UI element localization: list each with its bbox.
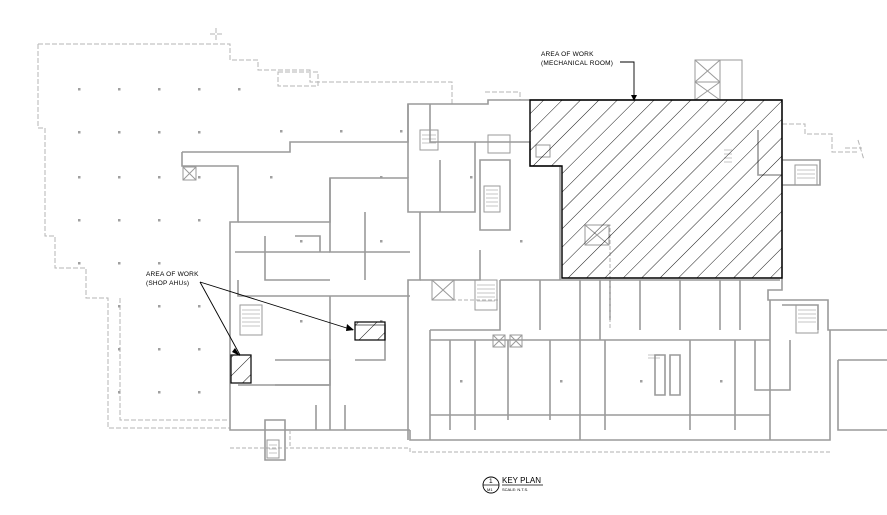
- leader-arrowheads: [232, 95, 637, 356]
- shop-callout-line1: AREA OF WORK: [146, 271, 199, 278]
- callout-leaders: [199, 61, 635, 356]
- key-plan-title-block: 1 M1 KEY PLAN SCALE: N.T.S.: [482, 476, 543, 494]
- shop-callout-line2: (SHOP AHUs): [146, 280, 189, 287]
- west-wing-outline: [37, 28, 865, 429]
- mechanical-room-area: [529, 99, 783, 279]
- mech-callout-line1: AREA OF WORK: [541, 51, 594, 58]
- key-plan-number: 1: [489, 478, 493, 485]
- key-plan-scale: SCALE: N.T.S.: [502, 487, 528, 492]
- key-plan-title: KEY PLAN: [502, 476, 541, 485]
- mech-callout-line2: (MECHANICAL ROOM): [541, 60, 613, 67]
- shop-ahu-area-west: [230, 354, 252, 384]
- key-plan-sheet: M1: [487, 487, 493, 492]
- shop-ahu-area-east: [354, 321, 386, 341]
- column-grid-dots: [78, 88, 723, 394]
